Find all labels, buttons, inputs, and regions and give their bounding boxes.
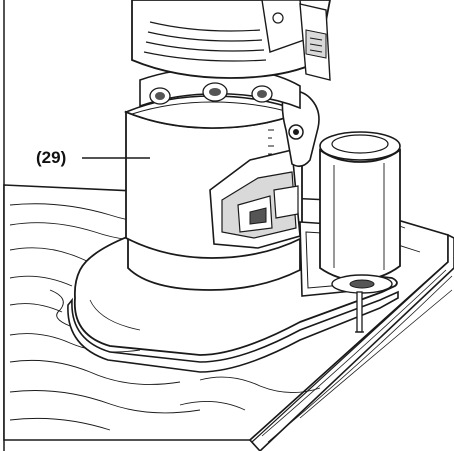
depth-lock-lever xyxy=(281,90,320,168)
edge-guide xyxy=(299,131,401,333)
vent-grille xyxy=(143,21,267,62)
motor-body xyxy=(131,0,331,81)
router-housing xyxy=(123,95,305,259)
collet-ring xyxy=(139,66,301,110)
depth-scale xyxy=(268,121,274,155)
callout-29-label: (29) xyxy=(36,148,67,167)
